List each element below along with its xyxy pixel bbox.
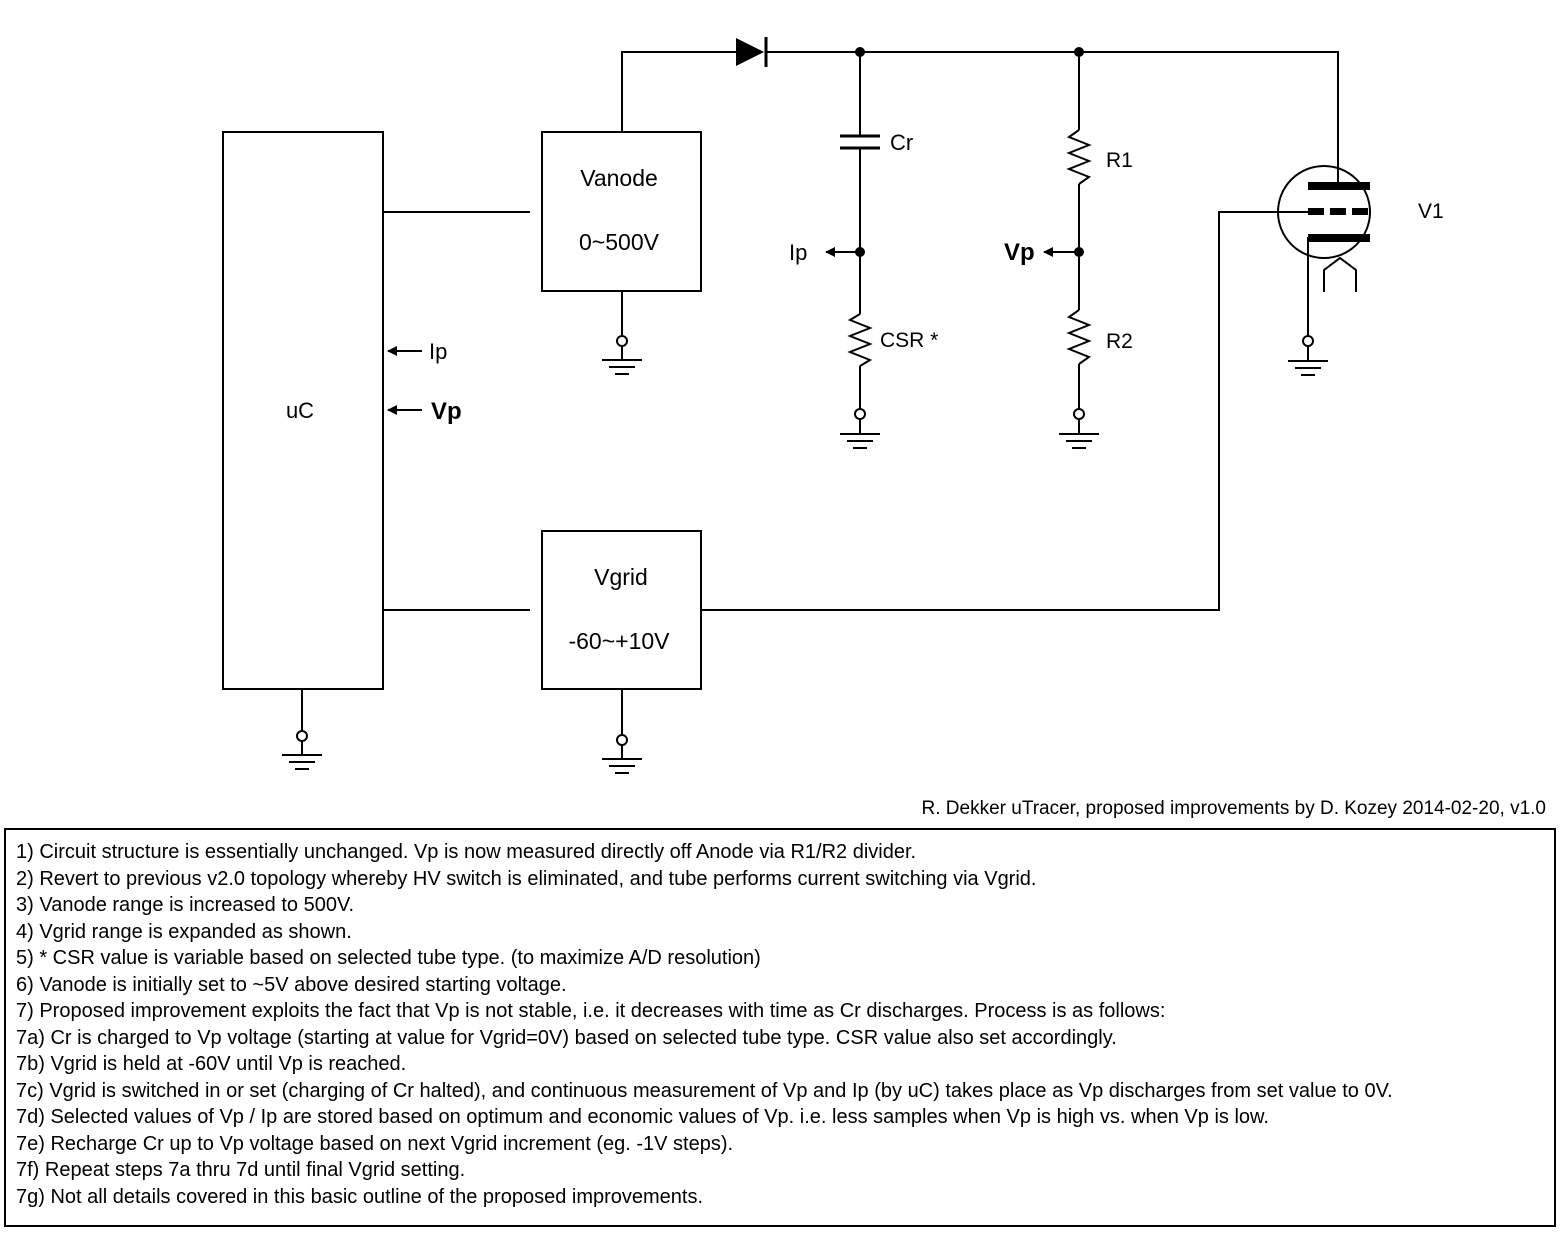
v1-label: V1: [1418, 200, 1444, 223]
note-line: 7b) Vgrid is held at -60V until Vp is re…: [16, 1053, 407, 1075]
ip-input-label: Ip: [429, 339, 447, 364]
r1-label: R1: [1106, 149, 1133, 172]
v1-heater: [1323, 256, 1357, 292]
cr-capacitor: [840, 134, 880, 150]
vp-input-label: Vp: [431, 398, 462, 425]
v1-plate: [1308, 182, 1370, 190]
credit-line: R. Dekker uTracer, proposed improvements…: [921, 798, 1546, 819]
ground-uc: [282, 689, 322, 770]
notes-box: 1) Circuit structure is essentially unch…: [4, 828, 1556, 1227]
ground-vgrid: [602, 689, 642, 774]
r2-resistor: [1066, 309, 1092, 365]
cr-label: Cr: [890, 130, 913, 155]
vanode-range-label: 0~500V: [579, 229, 660, 255]
anode-bus: [767, 51, 1339, 186]
vanode-block: [541, 131, 702, 292]
note-line: 7g) Not all details covered in this basi…: [16, 1185, 704, 1208]
v1-cathode-bar: [1308, 234, 1370, 242]
vgrid-label: Vgrid: [594, 564, 648, 590]
ground-csr: [840, 408, 880, 449]
circuit-schematic: uC Vanode 0~500V Vgrid -60~+10V Cr CSR *…: [222, 37, 1444, 774]
note-line: 7e) Recharge Cr up to Vp voltage based o…: [16, 1132, 734, 1155]
note-line: 5) * CSR value is variable based on sele…: [16, 947, 761, 969]
csr-label: CSR *: [880, 329, 938, 352]
r2-label: R2: [1106, 330, 1133, 353]
v1-grid: [1308, 208, 1368, 215]
ground-r2: [1059, 408, 1099, 449]
note-line: 7) Proposed improvement exploits the fac…: [16, 1000, 1166, 1022]
ground-tube: [1288, 335, 1328, 376]
note-line: 7c) Vgrid is switched in or set (chargin…: [16, 1079, 1393, 1102]
note-line: 7d) Selected values of Vp / Ip are store…: [16, 1106, 1269, 1128]
note-line: 4) Vgrid range is expanded as shown.: [16, 920, 352, 943]
csr-resistor: [847, 313, 873, 367]
note-line: 3) Vanode range is increased to 500V.: [16, 894, 355, 916]
note-line: 7a) Cr is charged to Vp voltage (startin…: [16, 1026, 1117, 1049]
grid-drive-wire: [701, 211, 1308, 611]
vanode-output-wire: [621, 51, 736, 132]
ground-vanode: [602, 291, 642, 375]
junction-dots: [855, 47, 1084, 257]
note-line: 6) Vanode is initially set to ~5V above …: [16, 973, 567, 996]
note-line: 2) Revert to previous v2.0 topology wher…: [16, 867, 1037, 890]
vp-tap-label: Vp: [1004, 239, 1035, 266]
diode-symbol: [736, 38, 764, 66]
uc-label: uC: [286, 398, 314, 423]
vanode-label: Vanode: [580, 165, 658, 191]
vgrid-block: [541, 530, 702, 690]
note-line: 7f) Repeat steps 7a thru 7d until final …: [16, 1159, 466, 1181]
v1-tube-envelope: [1277, 165, 1371, 259]
note-line: 1) Circuit structure is essentially unch…: [16, 841, 917, 863]
vgrid-range-label: -60~+10V: [568, 628, 670, 654]
ip-tap-label: Ip: [789, 240, 807, 265]
r1-resistor: [1066, 129, 1092, 185]
